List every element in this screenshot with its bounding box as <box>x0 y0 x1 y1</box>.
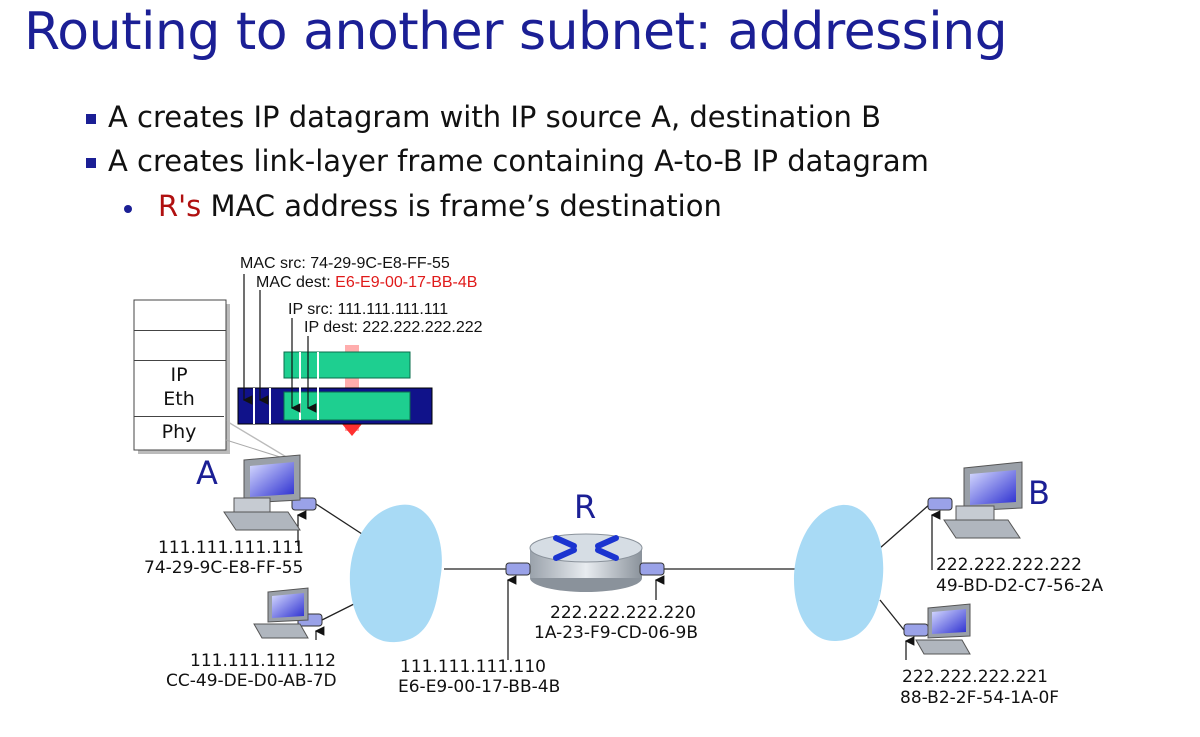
bullet-2: A creates link-layer frame containing A-… <box>108 144 929 178</box>
node-label-r: R <box>574 488 597 526</box>
host-b2-ip: 222.222.222.221 <box>902 667 1049 687</box>
frame-graphic <box>237 345 433 436</box>
host-b-mac: 49-BD-D2-C7-56-2A <box>936 576 1104 596</box>
sub-bullet-rest: MAC address is frame’s destination <box>201 189 722 223</box>
page-title: Routing to another subnet: addressing <box>24 2 1008 62</box>
interface-plugs <box>291 497 953 637</box>
host-b2-computer-icon <box>915 603 971 655</box>
subnet-2-cloud <box>794 504 884 642</box>
node-label-b: B <box>1028 474 1050 512</box>
router-right-ip: 222.222.222.220 <box>550 603 697 623</box>
protocol-stack-box <box>133 299 300 466</box>
label-ip-src: IP src: 111.111.111.111 <box>288 301 449 318</box>
label-ip-dest: IP dest: 222.222.222.222 <box>304 319 483 336</box>
router-right-mac: 1A-23-F9-CD-06-9B <box>534 623 699 643</box>
host-b2-mac: 88-B2-2F-54-1A-0F <box>900 688 1060 708</box>
host-a2-ip: 111.111.111.112 <box>190 651 337 671</box>
router-icon <box>529 533 643 592</box>
label-mac-dest-prefix: MAC dest: <box>256 274 336 291</box>
label-mac-dest-value: E6-E9-00-17-BB-4B <box>335 274 478 291</box>
label-mac-dest: MAC dest: E6-E9-00-17-BB-4B <box>256 274 477 292</box>
network-links <box>315 503 931 631</box>
bullet-marker <box>86 158 96 168</box>
host-b-computer-icon <box>943 461 1023 539</box>
label-mac-src: MAC src: 74-29-9C-E8-FF-55 <box>240 255 450 272</box>
host-a-computer-icon <box>223 454 301 531</box>
stack-divider <box>134 360 226 361</box>
bullet-1: A creates IP datagram with IP source A, … <box>108 100 881 134</box>
host-a-ip: 111.111.111.111 <box>158 538 305 558</box>
router-left-ip: 111.111.111.110 <box>400 657 547 677</box>
host-a-mac: 74-29-9C-E8-FF-55 <box>144 558 304 578</box>
node-label-a: A <box>196 454 218 492</box>
host-a2-computer-icon <box>253 587 309 639</box>
sub-bullet: R's MAC address is frame’s destination <box>158 189 722 223</box>
stack-layer-phy: Phy <box>134 416 224 447</box>
bullet-marker <box>86 114 96 124</box>
host-a2-mac: CC-49-DE-D0-AB-7D <box>166 671 337 691</box>
field-callout-lines <box>242 274 317 413</box>
sub-bullet-highlight: R's <box>158 189 202 223</box>
router-left-mac: E6-E9-00-17-BB-4B <box>398 677 561 697</box>
subnet-1-cloud <box>349 504 442 643</box>
stack-divider <box>134 330 226 331</box>
host-b-ip: 222.222.222.222 <box>936 555 1083 575</box>
stack-layer-ip: IP <box>170 364 188 386</box>
sub-bullet-marker <box>124 205 132 213</box>
stack-layer-eth: Eth <box>163 388 195 410</box>
